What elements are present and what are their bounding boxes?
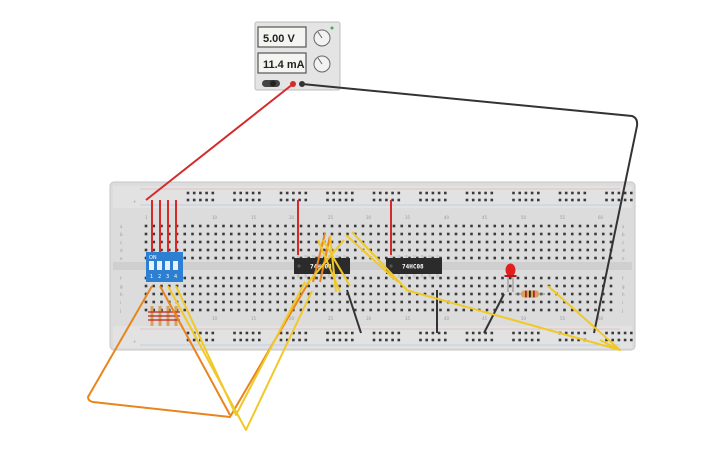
col-label-20: 20 [289,215,295,220]
col-label-bottom-15: 15 [251,316,257,321]
dip-pos-1: 1 [150,274,153,280]
col-label-30: 30 [366,215,372,220]
svg-text:g: g [622,284,625,289]
row-label-a: a [120,224,123,229]
top-power-rail [113,186,632,208]
col-label-bottom-30: 30 [366,316,372,321]
col-label-50: 50 [521,215,527,220]
dip-toggle-3[interactable] [165,261,170,270]
current-display [257,52,307,74]
col-label-bottom-60: 60 [598,316,604,321]
svg-text:a: a [622,224,625,229]
dip-pos-2: 2 [158,274,161,280]
svg-text:+: + [133,339,136,344]
col-label-bottom-50: 50 [521,316,527,321]
col-label-25: 25 [328,215,334,220]
bottom-power-rail [113,326,632,348]
svg-text:i: i [622,300,623,305]
col-label-bottom-25: 25 [328,316,334,321]
resistor[interactable] [515,290,545,298]
supply-positive-wire [145,83,294,201]
svg-text:+: + [133,199,136,204]
col-label-60: 60 [598,215,604,220]
svg-text:c: c [622,240,624,245]
col-label-1: 1 [145,215,148,220]
col-label-bottom-35: 35 [405,316,411,321]
dip-pos-3: 3 [166,274,169,280]
col-label-bottom-10: 10 [212,316,218,321]
row-label-f: f [120,276,122,281]
col-label-bottom-55: 55 [560,316,566,321]
row-label-c: c [120,240,122,245]
col-label-35: 35 [405,215,411,220]
col-label-15: 15 [251,215,257,220]
dip-toggle-2[interactable] [157,261,162,270]
center-channel [113,262,632,270]
dip-toggle-4[interactable] [173,261,178,270]
voltage-display [257,26,307,48]
chip-74hc08-2[interactable]: 74HC08 [386,255,442,278]
row-label-i: i [120,300,121,305]
svg-text:h: h [622,292,625,297]
svg-text:b: b [622,232,625,237]
row-label-j: j [119,308,121,313]
power-supply[interactable]: 5.00 V 11.4 mA [254,21,341,91]
col-label-bottom-45: 45 [482,316,488,321]
row-label-b: b [120,232,123,237]
col-label-40: 40 [444,215,450,220]
ground-wires[interactable] [301,83,639,334]
col-label-55: 55 [560,215,566,220]
dip-pos-4: 4 [174,274,177,280]
svg-text:d: d [622,248,625,253]
power-wires[interactable] [145,83,392,262]
row-label-g: g [120,284,123,289]
col-label-45: 45 [482,215,488,220]
col-label-10: 10 [212,215,218,220]
row-label-e: e [120,256,123,261]
led[interactable] [504,263,517,293]
chip-2-label: 74HC08 [402,264,424,271]
dip-switch-on-label: ON [149,255,157,261]
row-label-d: d [120,248,123,253]
svg-text:e: e [622,256,625,261]
yellow-signal-wires[interactable] [167,231,621,431]
dip-switch[interactable]: ON 1 2 3 4 [146,252,183,282]
svg-text:f: f [622,276,624,281]
voltage-readout: 5.00 V [263,33,295,45]
col-label-bottom-20: 20 [289,316,295,321]
dip-toggle-1[interactable] [149,261,154,270]
current-readout: 11.4 mA [263,59,305,71]
col-label-bottom-40: 40 [444,316,450,321]
supply-ground-wire [301,83,639,334]
svg-text:j: j [621,308,623,313]
row-label-h: h [120,292,123,297]
power-led-icon [330,26,334,30]
